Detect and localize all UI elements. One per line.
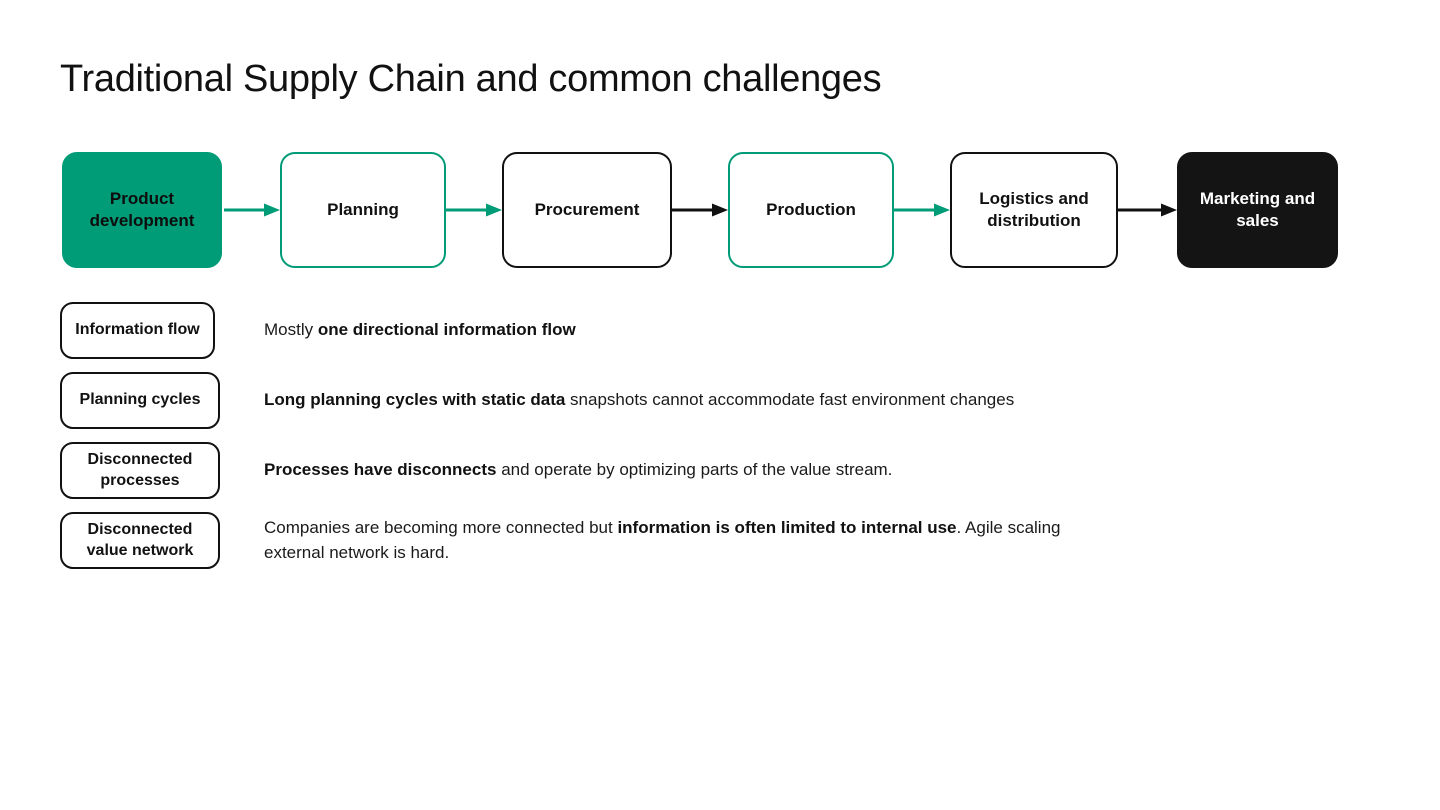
challenge-description: Processes have disconnects and operate b…	[264, 442, 1374, 499]
flow-node-label: Planning	[327, 200, 399, 220]
challenge-chip-label: Disconnected processes	[87, 450, 193, 489]
flow-node-production[interactable]: Production	[728, 152, 894, 268]
flow-arrow-1-green	[224, 203, 280, 217]
desc-text-plain: snapshots cannot accommodate fast enviro…	[565, 390, 1015, 410]
flow-arrow-2-green	[446, 203, 502, 217]
flow-node-procurement[interactable]: Procurement	[502, 152, 672, 268]
challenge-description: Companies are becoming more connected bu…	[264, 512, 1084, 569]
challenge-row: Disconnected processes Processes have di…	[60, 442, 1380, 512]
challenges-list: Information flow Mostly one directional …	[60, 302, 1380, 582]
flow-node-label: Production	[766, 200, 856, 220]
challenge-chip-label: Information flow	[75, 321, 200, 339]
flow-node-label: Logistics and distribution	[979, 189, 1089, 230]
desc-text-bold: Long planning cycles with static data	[264, 390, 566, 410]
flow-arrow-3-black	[672, 203, 728, 217]
desc-text-plain: Mostly	[264, 320, 318, 340]
desc-text-plain: Companies are becoming more connected bu…	[264, 517, 618, 537]
desc-text-bold: information is often limited to internal…	[617, 517, 957, 537]
challenge-chip-label: Planning cycles	[79, 391, 201, 409]
flow-node-product-development[interactable]: Product development	[62, 152, 222, 268]
challenge-chip-disconnected-processes[interactable]: Disconnected processes	[60, 442, 220, 499]
desc-text-bold: one directional information flow	[317, 320, 576, 340]
desc-text-plain: . Agile scaling external network is hard…	[264, 517, 1061, 562]
flow-node-planning[interactable]: Planning	[280, 152, 446, 268]
challenge-chip-disconnected-value-network[interactable]: Disconnected value network	[60, 512, 220, 569]
flow-node-label: Marketing and sales	[1199, 189, 1316, 230]
challenge-chip-label: Disconnected value network	[86, 520, 194, 559]
flow-arrow-4-green	[894, 203, 950, 217]
desc-text-plain: and operate by optimizing parts of the v…	[496, 460, 893, 480]
challenge-description: Mostly one directional information flow	[264, 302, 1374, 359]
flow-arrow-5-black	[1118, 203, 1177, 217]
flow-node-logistics-and-distribution[interactable]: Logistics and distribution	[950, 152, 1118, 268]
flow-node-marketing-and-sales[interactable]: Marketing and sales	[1177, 152, 1338, 268]
flow-node-label: Product development	[89, 189, 195, 230]
challenge-row: Planning cycles Long planning cycles wit…	[60, 372, 1380, 442]
desc-text-bold: Processes have disconnects	[264, 460, 497, 480]
supply-chain-flow: Product development Planning Procurement…	[62, 152, 1340, 270]
challenge-description: Long planning cycles with static data sn…	[264, 372, 1374, 429]
challenge-chip-planning-cycles[interactable]: Planning cycles	[60, 372, 220, 429]
challenge-row: Information flow Mostly one directional …	[60, 302, 1380, 372]
page-title: Traditional Supply Chain and common chal…	[60, 58, 882, 100]
flow-node-label: Procurement	[534, 200, 640, 220]
challenge-row: Disconnected value network Companies are…	[60, 512, 1380, 582]
challenge-chip-information-flow[interactable]: Information flow	[60, 302, 215, 359]
